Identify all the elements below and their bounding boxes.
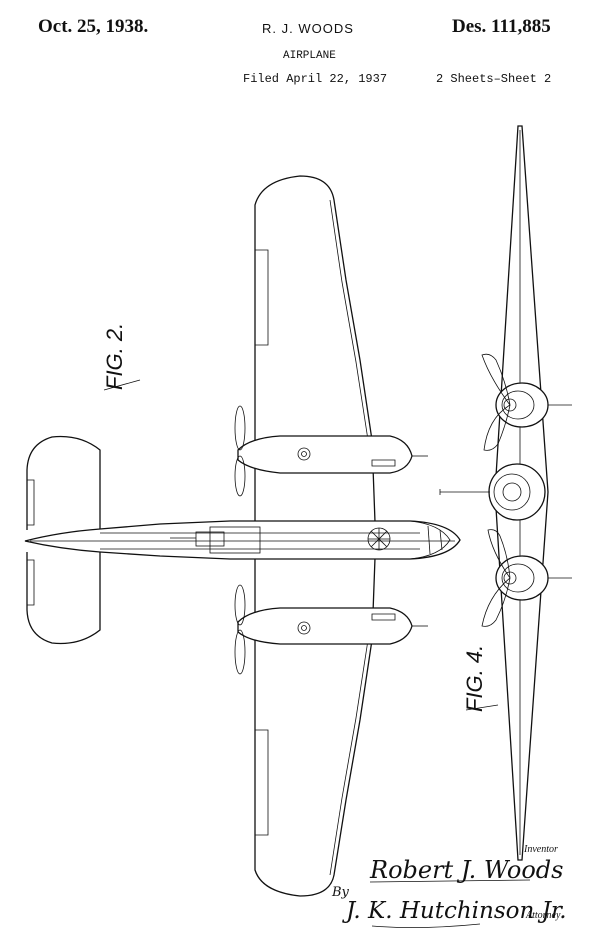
lower-aileron (255, 729, 269, 836)
attorney-caption: Attorney (525, 910, 561, 921)
tail-upper (26, 435, 101, 530)
fuselage (24, 520, 461, 560)
inventor-caption: Inventor (523, 844, 558, 855)
upper-aileron (255, 249, 269, 346)
turret-housing (209, 526, 261, 554)
attorney-signature: J. K. Hutchinson Jr. (342, 898, 567, 924)
fig4-label: FIG. 4. (462, 645, 487, 712)
patent-title: AIRPLANE (283, 50, 336, 62)
fig4-front-view (439, 125, 572, 861)
inventor-name: R. J. WOODS (262, 21, 354, 36)
lower-nacelle-hub (297, 621, 311, 635)
upper-nacelle-hub (297, 447, 311, 461)
tail-lower (26, 552, 101, 645)
nose-glazing (409, 520, 451, 560)
filing-date: Filed April 22, 1937 (243, 72, 388, 86)
by-label: By (331, 885, 350, 900)
front-lower-propeller (481, 529, 511, 627)
inventor-signature: Robert J. Woods (369, 856, 563, 884)
lower-nacelle (237, 607, 413, 645)
patent-date: Oct. 25, 1938. (38, 16, 149, 37)
fig2-top-view (24, 175, 461, 897)
fig2-label: FIG. 2. (102, 323, 127, 390)
sheet-count: 2 Sheets–Sheet 2 (436, 72, 552, 86)
upper-propeller (234, 405, 246, 451)
upper-wing (254, 175, 376, 523)
front-upper-propeller (481, 353, 511, 451)
patent-number: Des. 111,885 (452, 16, 551, 37)
front-fuselage (488, 463, 546, 521)
lower-wing (254, 557, 376, 897)
lower-propeller (234, 584, 246, 626)
upper-nacelle (237, 435, 413, 474)
